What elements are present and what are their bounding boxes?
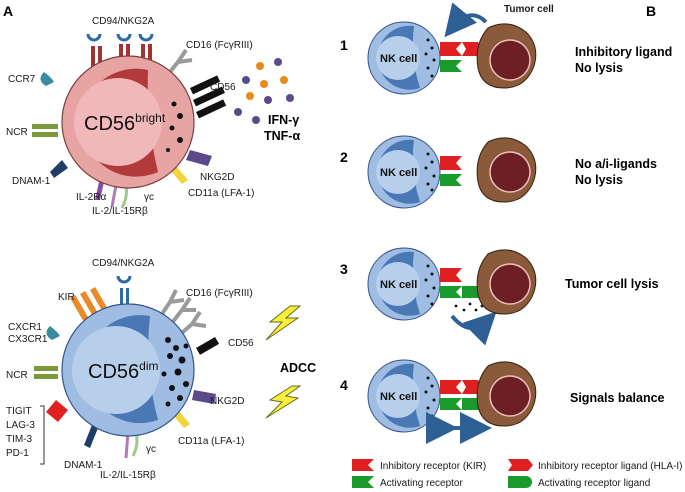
label-nkg2d-bright: NKG2D bbox=[200, 172, 234, 183]
il2ra-receptor-bright bbox=[95, 182, 104, 200]
label-cd11a-bright: CD11a (LFA-1) bbox=[188, 188, 255, 199]
label-gc-dim: γc bbox=[146, 444, 156, 455]
nkg2d-receptor-dim bbox=[192, 390, 216, 404]
dim-cell-inner bbox=[72, 326, 160, 414]
scenario-number: 3 bbox=[340, 261, 348, 277]
label-cd11a-dim: CD11a (LFA-1) bbox=[178, 436, 245, 447]
ncr-receptor-bright bbox=[32, 124, 58, 137]
scenario-2: 2 NK cell No a/i-ligands No lysis bbox=[340, 135, 657, 209]
label-nkg2d-dim: NKG2D bbox=[210, 396, 244, 407]
dnam-receptor-bright bbox=[50, 160, 68, 178]
label-cd94-bright: CD94/NKG2A bbox=[92, 16, 155, 27]
cytokine-tnf: TNF-α bbox=[264, 129, 300, 143]
scenario-outcome-2: No lysis bbox=[575, 173, 623, 187]
legend-label: Inhibitory receptor (KIR) bbox=[380, 461, 486, 472]
nk-cell-label: NK cell bbox=[380, 167, 417, 179]
gc-receptor-bright bbox=[120, 185, 128, 209]
label-ncr-dim: NCR bbox=[6, 370, 28, 381]
ccr7-receptor-bright bbox=[40, 72, 54, 86]
cd94-stalk-dim bbox=[120, 288, 129, 304]
scenario-1: 1 NK cell Inhibitory ligand No lysis bbox=[340, 2, 672, 95]
legend-swatch-activating-ligand bbox=[508, 476, 532, 488]
kir-receptor-dim bbox=[70, 287, 109, 321]
dnam-receptor-dim bbox=[84, 425, 98, 448]
scenario-number: 2 bbox=[340, 149, 348, 165]
legend-label: Activating receptor ligand bbox=[538, 478, 650, 489]
label-pd1-dim: PD-1 bbox=[6, 448, 29, 459]
panel-label-b: B bbox=[646, 3, 656, 19]
dim-cell-label: CD56dim bbox=[88, 359, 158, 383]
scenario-number: 1 bbox=[340, 37, 348, 53]
label-cd16-dim: CD16 (FcγRIII) bbox=[186, 288, 253, 299]
cd11a-receptor-bright bbox=[170, 166, 188, 184]
ncr-receptor-dim bbox=[34, 366, 58, 379]
cd56-dim-cell: CD56dim CD94/NKG2A KIR CD16 (FcγRIII) CX… bbox=[6, 258, 254, 481]
label-ncr-bright: NCR bbox=[6, 127, 28, 138]
scenario-outcome: Inhibitory ligand bbox=[575, 45, 672, 59]
legend-label: Inhibitory receptor ligand (HLA-I) bbox=[538, 461, 683, 472]
label-cx3cr1-dim: CX3CR1 bbox=[8, 334, 48, 345]
cd94-receptor-dim bbox=[116, 275, 132, 284]
label-kir-dim: KIR bbox=[58, 292, 75, 303]
cytokine-ifn: IFN-γ bbox=[268, 113, 299, 127]
scenario-3: 3 NK cell Tumor cell lysis bbox=[340, 247, 659, 346]
nkg2d-receptor-bright bbox=[186, 150, 212, 166]
bright-cell-label: CD56bright bbox=[84, 111, 166, 135]
legend-swatch-inhibitory-ligand bbox=[508, 459, 533, 471]
tigit-receptor-dim bbox=[46, 400, 68, 422]
label-dnam-bright: DNAM-1 bbox=[12, 176, 51, 187]
label-dnam-dim: DNAM-1 bbox=[64, 460, 103, 471]
cd94-stalks-bright bbox=[91, 44, 152, 68]
legend-swatch-activating-receptor bbox=[352, 476, 374, 488]
cd56-receptor-bright bbox=[190, 75, 227, 119]
cd56-receptor-dim bbox=[195, 337, 220, 355]
label-cd16-bright: CD16 (FcγRIII) bbox=[186, 40, 253, 51]
label-tim3-dim: TIM-3 bbox=[6, 434, 33, 445]
tumor-cell-title: Tumor cell bbox=[504, 4, 554, 15]
nk-cell-label: NK cell bbox=[380, 391, 417, 403]
cytokine-dots bbox=[234, 58, 294, 124]
lightning-bolt-icon bbox=[265, 385, 302, 419]
cd56-bright-cell: CD56bright CD94/NKG2A CD16 (FcγRIII) CCR… bbox=[6, 16, 255, 217]
label-cd56-dim: CD56 bbox=[228, 338, 254, 349]
cxcr1-receptor-dim bbox=[46, 326, 60, 340]
scenario-outcome: Signals balance bbox=[570, 391, 665, 405]
bright-cell-inner bbox=[74, 78, 162, 166]
nk-cell-label: NK cell bbox=[380, 279, 417, 291]
cd94-receptor-bright bbox=[86, 33, 154, 42]
legend-label: Activating receptor bbox=[380, 478, 463, 489]
adcc-label: ADCC bbox=[280, 361, 316, 375]
bright-granules bbox=[166, 101, 183, 152]
lightning-bolt-icon bbox=[265, 305, 302, 341]
label-gc-bright: γc bbox=[144, 192, 154, 203]
panel-label-a: A bbox=[3, 3, 13, 19]
nk-cell-label: NK cell bbox=[380, 53, 417, 65]
dim-granules bbox=[161, 337, 189, 407]
label-il2r-dim: IL-2/IL-15Rβ bbox=[100, 470, 156, 481]
legend-swatch-inhibitory-receptor bbox=[352, 459, 374, 471]
checkpoint-bracket: TIGIT LAG-3 TIM-3 PD-1 bbox=[6, 405, 45, 465]
scenario-outcome: No a/i-ligands bbox=[575, 157, 657, 171]
scenario-outcome-2: No lysis bbox=[575, 61, 623, 75]
legend: Inhibitory receptor (KIR) Inhibitory rec… bbox=[352, 459, 683, 489]
scenario-number: 4 bbox=[340, 377, 348, 393]
scenario-4: 4 NK cell Signals balance bbox=[340, 359, 665, 444]
label-cxcr1-dim: CXCR1 bbox=[8, 322, 42, 333]
label-il2r-bright: IL-2/IL-15Rβ bbox=[92, 206, 148, 217]
scenario-outcome: Tumor cell lysis bbox=[565, 277, 659, 291]
il2r-receptor-bright bbox=[110, 184, 118, 208]
label-lag3-dim: LAG-3 bbox=[6, 420, 35, 431]
label-cd56-bright: CD56 bbox=[210, 82, 236, 93]
label-il2ra-bright: IL-2Rα bbox=[76, 192, 106, 203]
label-tigit-dim: TIGIT bbox=[6, 406, 32, 417]
label-cd94-dim: CD94/NKG2A bbox=[92, 258, 155, 269]
label-ccr7-bright: CCR7 bbox=[8, 74, 36, 85]
